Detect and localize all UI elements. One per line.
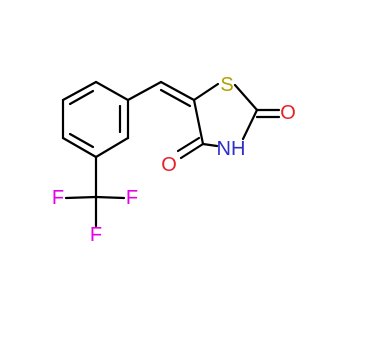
- aromatic-inner-bond: [68, 89, 95, 106]
- oxygen-atom-label: O: [280, 102, 296, 124]
- fluorine-atom-label: F: [52, 187, 64, 209]
- bond: [126, 80, 163, 102]
- bond: [192, 82, 220, 102]
- carbonyl-bond: [176, 136, 201, 153]
- oxygen-atom-label: O: [161, 154, 177, 176]
- bond: [94, 136, 130, 159]
- bond: [61, 80, 98, 102]
- bond: [201, 142, 219, 148]
- bond: [233, 83, 259, 112]
- bond: [94, 195, 126, 200]
- benzene-ring: [61, 80, 130, 159]
- carbonyl-bond: [179, 142, 205, 160]
- bond: [61, 136, 98, 159]
- aromatic-inner-bond: [68, 132, 95, 149]
- bond: [94, 80, 130, 102]
- trifluoromethyl-group: [64, 155, 126, 228]
- bond: [192, 98, 205, 146]
- bond: [64, 195, 98, 200]
- thiazolidinedione-ring: [176, 82, 281, 160]
- bond: [241, 108, 259, 141]
- fluorine-atom-label: F: [90, 224, 102, 246]
- exocyclic-double-bond: [159, 80, 196, 102]
- nitrogen-atom-label: NH: [217, 138, 246, 160]
- fluorine-atom-label: F: [126, 187, 138, 209]
- sulfur-atom-label: S: [220, 74, 233, 96]
- exocyclic-double-bond: [159, 88, 192, 108]
